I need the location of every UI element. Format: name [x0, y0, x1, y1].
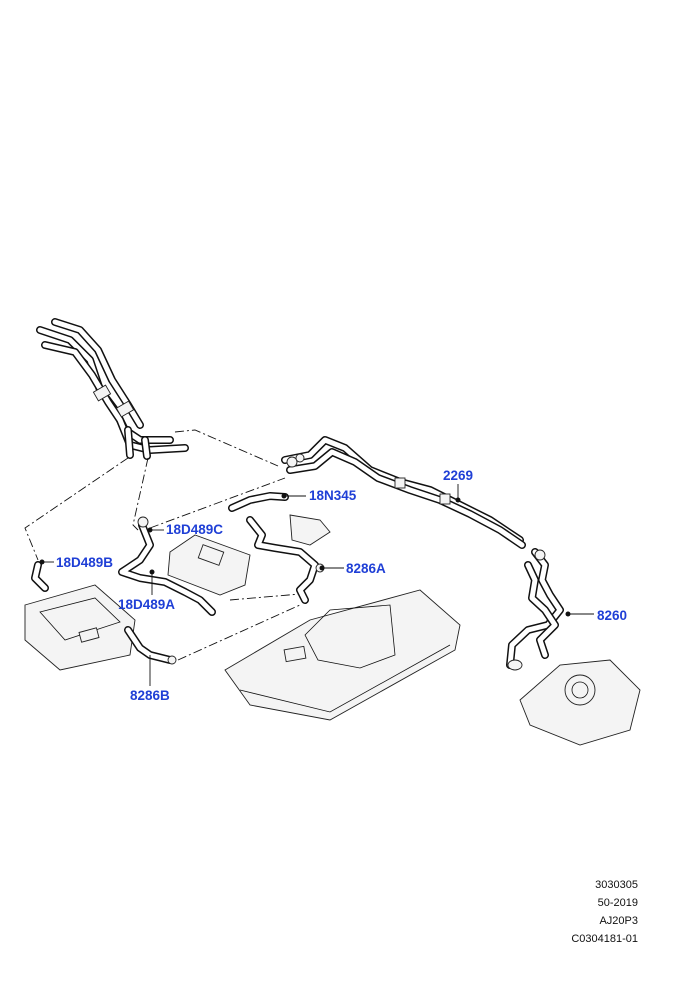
- hose-8286A: [246, 516, 325, 604]
- callout-2269: 2269: [443, 468, 473, 483]
- front-pipe-bundle: [36, 318, 189, 460]
- reference-number: 3030305: [595, 879, 638, 891]
- hose-18D489A: [118, 516, 216, 616]
- reference-date: 50-2019: [597, 897, 638, 909]
- callout-8286A: 8286A: [346, 561, 386, 576]
- connection-lines: [24, 429, 301, 661]
- reference-illustration-id: C0304181-01: [571, 933, 638, 945]
- inverter-module: [24, 584, 136, 671]
- reference-model: AJ20P3: [599, 915, 638, 927]
- hose-18D489B: [31, 559, 49, 592]
- callout-18D489B: 18D489B: [56, 555, 113, 570]
- leader-lines: [42, 484, 594, 686]
- hose-8260: [506, 548, 571, 671]
- callout-18D489C: 18D489C: [166, 522, 223, 537]
- callout-8286B: 8286B: [130, 688, 170, 703]
- hose-18N345: [228, 492, 331, 546]
- module-18D489C: [167, 534, 251, 596]
- callout-18D489A: 18D489A: [118, 597, 175, 612]
- hose-8286B: [124, 626, 177, 665]
- rear-drive-unit: [519, 659, 641, 746]
- callout-8260: 8260: [597, 608, 627, 623]
- callout-18N345: 18N345: [309, 488, 357, 503]
- battery-pack: [224, 589, 461, 721]
